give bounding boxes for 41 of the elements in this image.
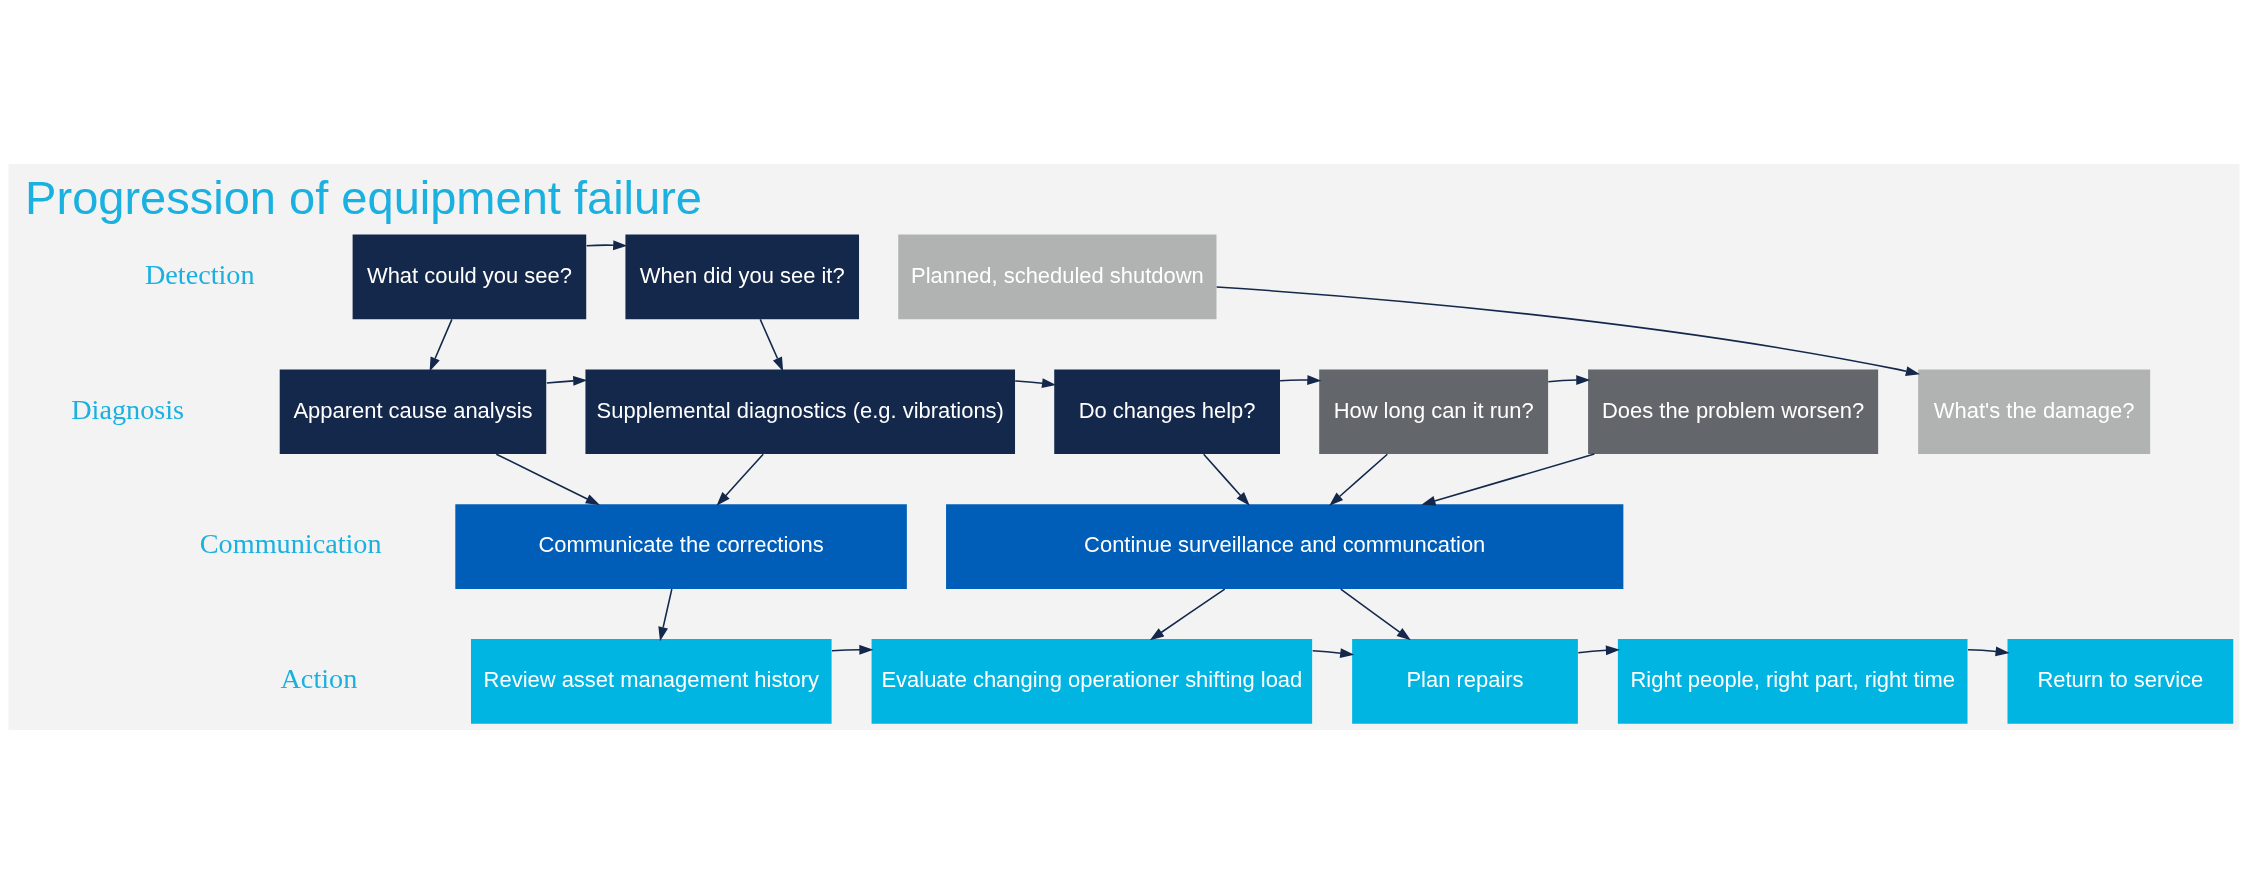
label: Action — [280, 662, 358, 694]
arrow — [1202, 452, 1250, 506]
node-box: Supplemental diagnostics (e.g. vibrations) — [585, 368, 1016, 454]
arrow — [716, 452, 764, 506]
node-box: Plan repairs — [1352, 638, 1578, 724]
node-box: When did you see it? — [625, 234, 860, 319]
arrow — [1340, 587, 1411, 640]
diagram-title: Progression of equipment failure — [25, 170, 703, 224]
node-box: What's the damage? — [1918, 368, 2151, 454]
arrow — [1014, 377, 1057, 388]
node-box: Does the problem worsen? — [1588, 368, 1879, 454]
arrow — [658, 587, 673, 641]
label: Detection — [144, 258, 255, 290]
arrow — [1421, 452, 1596, 506]
label: Diagnosis — [71, 393, 185, 425]
node-box: Continue surveillance and communcation — [946, 503, 1624, 589]
label: Communication — [199, 527, 382, 559]
node-box: Right people, right part, right time — [1617, 638, 1968, 724]
arrow — [495, 452, 600, 505]
node-box: Review asset management history — [471, 638, 832, 724]
arrow — [546, 375, 588, 386]
node-box: Evaluate changing operationer shifting load — [871, 638, 1313, 724]
node-box: Apparent cause analysis — [279, 368, 547, 454]
arrow — [1279, 374, 1322, 385]
arrow — [1215, 285, 1920, 376]
node-box: What could you see? — [352, 234, 587, 319]
node-box: Do changes help? — [1054, 368, 1280, 454]
arrow — [1577, 644, 1621, 655]
arrow — [1311, 647, 1355, 658]
arrow — [1329, 452, 1389, 506]
arrow — [429, 318, 453, 371]
node-box: Planned, scheduled shutdown — [898, 234, 1217, 319]
arrow — [585, 239, 628, 250]
arrow — [831, 644, 874, 655]
arrow — [1547, 374, 1591, 385]
arrow — [1149, 587, 1226, 640]
arrow — [759, 318, 784, 371]
node-box: Return to service — [2007, 638, 2234, 724]
arrow — [1967, 646, 2010, 656]
node-box: How long can it run? — [1319, 368, 1549, 454]
node-box: Communicate the corrections — [455, 503, 907, 589]
